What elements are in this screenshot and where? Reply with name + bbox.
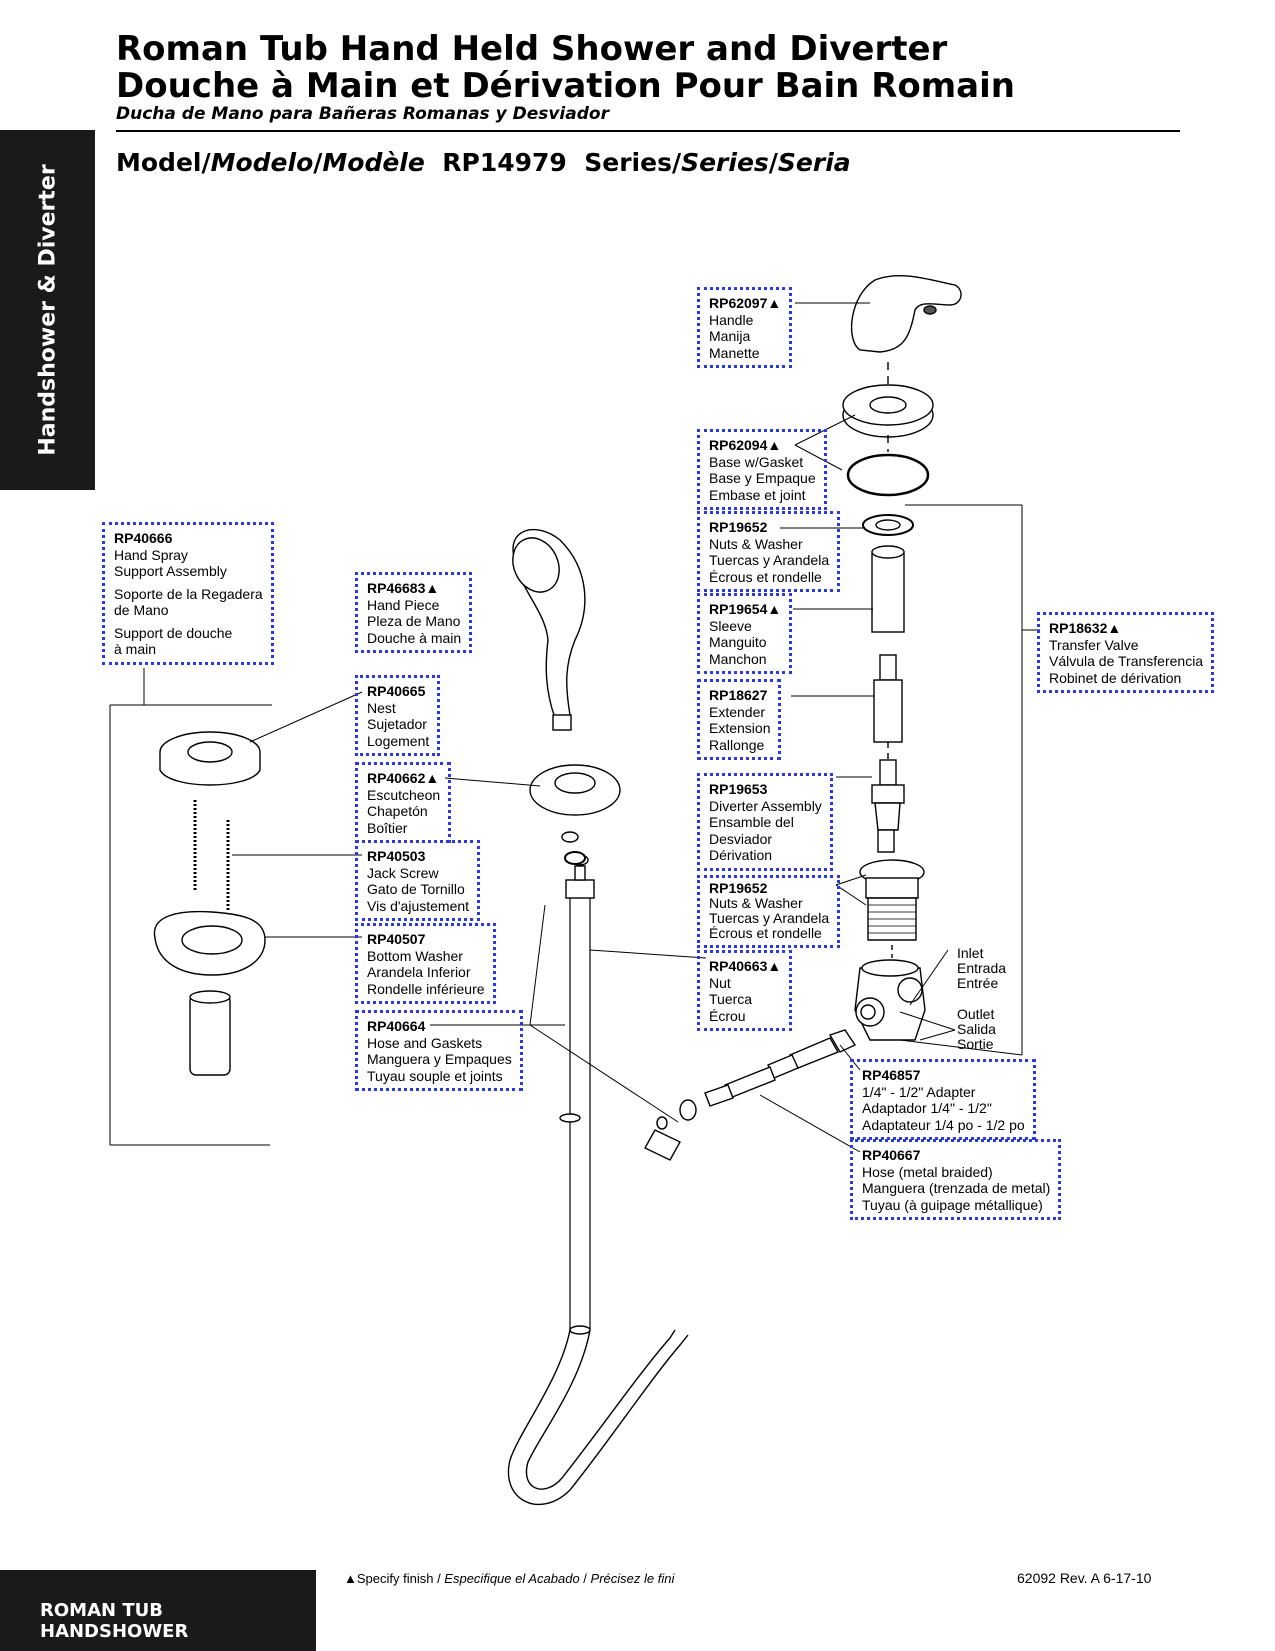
leader-lines [109, 302, 1040, 1153]
escutcheon-drawing [529, 764, 621, 865]
hand-shower-drawing [512, 529, 586, 731]
series-sep: / [768, 148, 778, 177]
adapter-drawing [656, 1029, 857, 1130]
model-number: RP14979 [442, 148, 567, 177]
extender-drawing [873, 654, 903, 760]
model-label-es: Modelo [210, 148, 314, 177]
support-assembly-drawing [153, 731, 266, 1076]
side-section-tab: Handshower & Diverter [0, 130, 95, 490]
model-sep: / [313, 148, 323, 177]
finish-footnote: ▲Specify finish / Especifique el Acabado… [344, 1571, 675, 1586]
valve-body-drawing [854, 959, 926, 1041]
diverter-drawing [871, 759, 905, 853]
header-rule [116, 130, 1180, 132]
footer-section-tab: ROMAN TUB HANDSHOWER [0, 1570, 316, 1651]
handle-drawing [850, 275, 962, 385]
page-subtitle-spanish: Ducha de Mano para Bañeras Romanas y Des… [116, 104, 609, 124]
hose-drawing [507, 831, 689, 1506]
model-label: Model/ [116, 148, 211, 177]
model-label-fr: Modèle [322, 148, 425, 177]
threaded-nut-drawing [859, 859, 925, 958]
sleeve-drawing [871, 545, 905, 633]
footer-tab-label: ROMAN TUB HANDSHOWER [40, 1600, 189, 1642]
base-drawing [842, 384, 934, 497]
page-title: Roman Tub Hand Held Shower and Diverter [116, 29, 948, 69]
model-line: Model/Modelo/Modèle RP14979 Series/Serie… [116, 148, 851, 177]
page-title-french: Douche à Main et Dérivation Pour Bain Ro… [116, 66, 1015, 106]
series-label-es: Series [681, 148, 769, 177]
document-number: 62092 Rev. A 6-17-10 [1017, 1570, 1152, 1586]
series-label: Series/ [584, 148, 682, 177]
series-label-fr: Seria [777, 148, 851, 177]
